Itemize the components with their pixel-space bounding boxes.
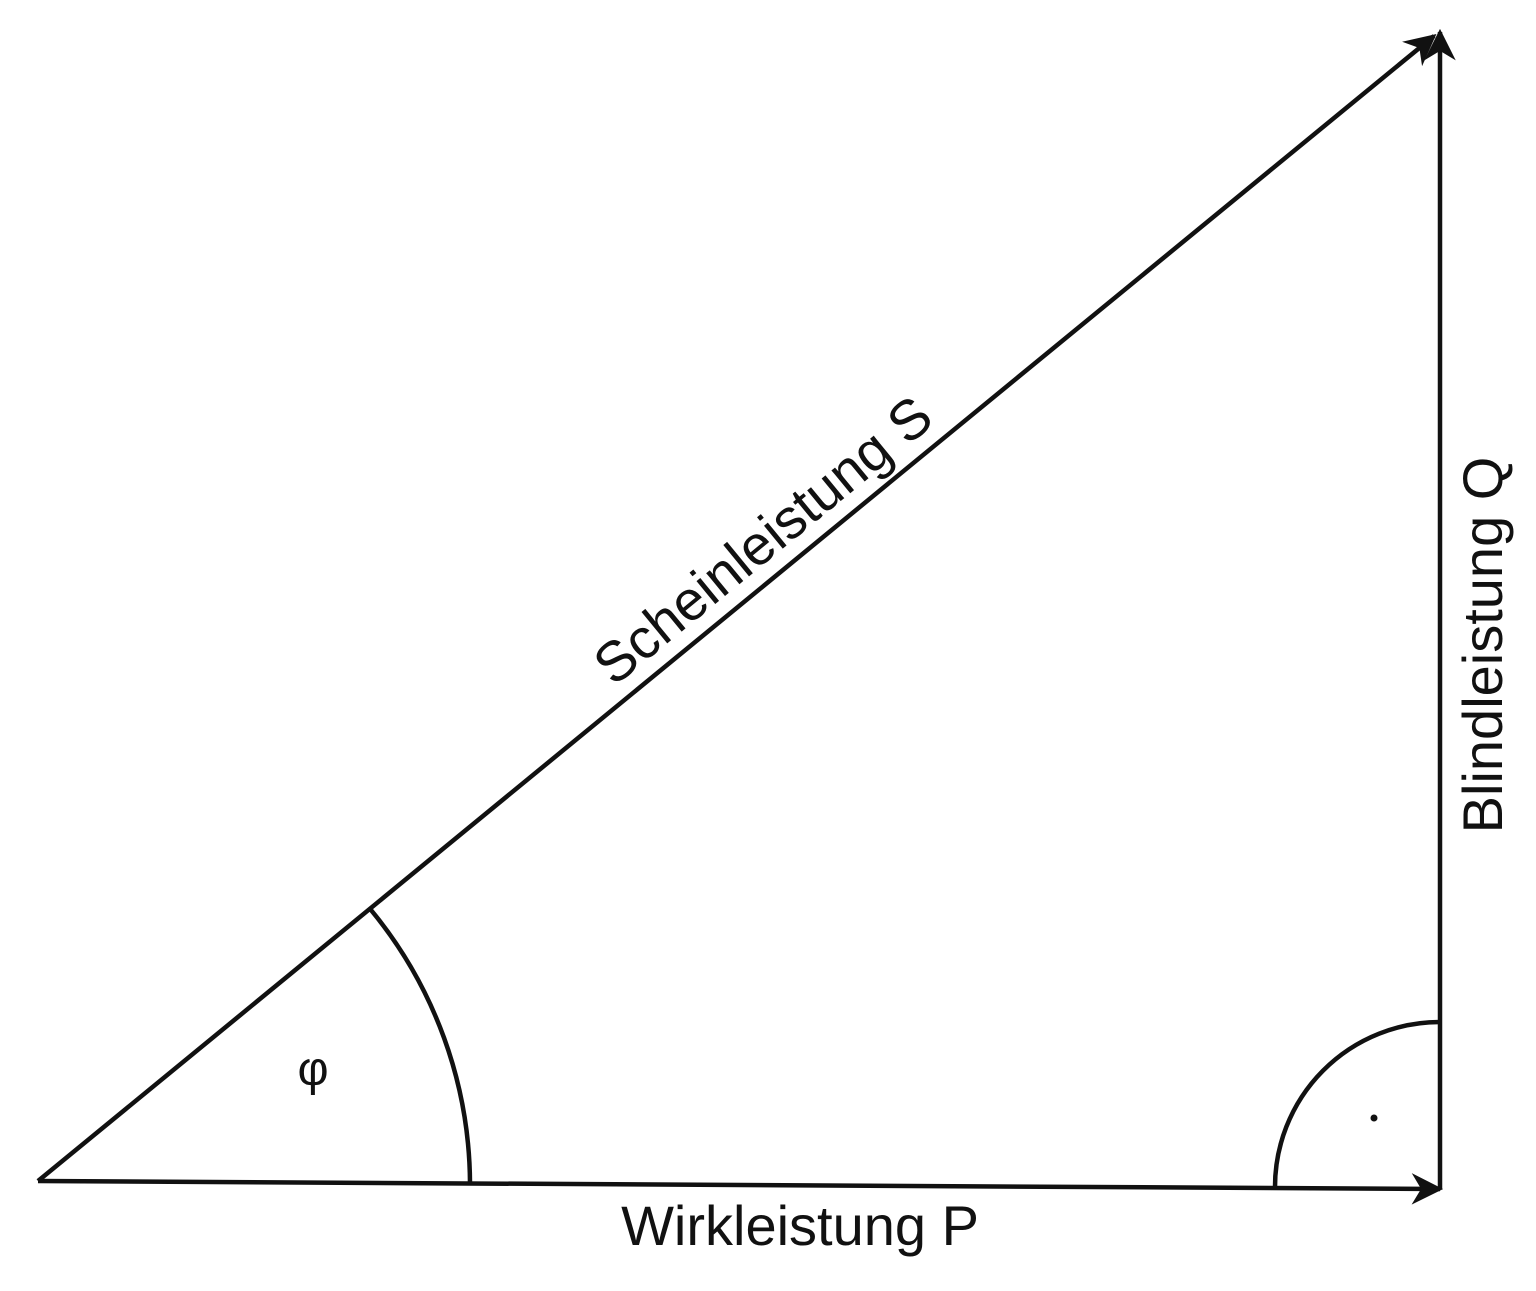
reactive-power-label: Blindleistung Q xyxy=(1451,457,1514,834)
apparent-power-vector xyxy=(36,34,1437,1183)
active-power-vector xyxy=(37,1173,1444,1205)
phi-angle-arc xyxy=(369,908,473,1184)
active-power-label: Wirkleistung P xyxy=(621,1194,979,1257)
right-angle-dot xyxy=(1370,1114,1378,1122)
apparent-power-label: Scheinleistung S xyxy=(581,383,943,696)
phi-angle-label: φ xyxy=(297,1043,328,1096)
right-angle-arc xyxy=(1272,1019,1441,1189)
